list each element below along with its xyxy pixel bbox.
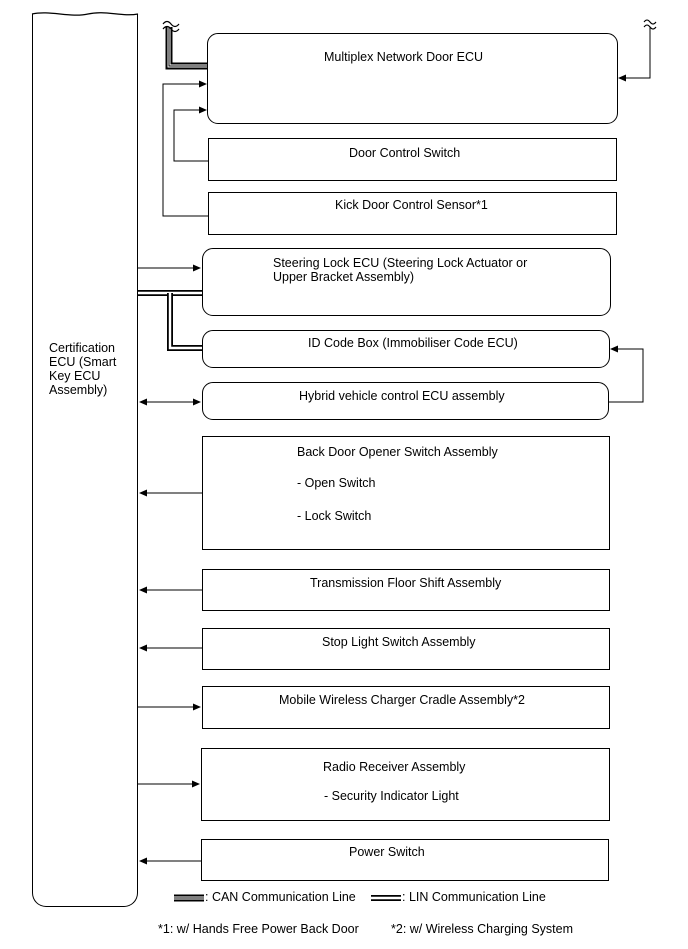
steering-lock-label-line1: Steering Lock ECU (Steering Lock Actuato… (273, 256, 528, 270)
ecu-label-line: Assembly) (49, 383, 108, 397)
footnote-1: *1: w/ Hands Free Power Back Door (158, 922, 359, 936)
door-control-switch: Door Control Switch (208, 138, 617, 181)
radio-receiver-assembly: Radio Receiver Assembly - Security Indic… (201, 748, 610, 821)
ecu-label-line: Key ECU (49, 369, 101, 383)
wire-hybrid-idcode (609, 345, 644, 403)
security-indicator-label: - Security Indicator Light (324, 789, 459, 803)
steering-lock-label-line2: Upper Bracket Assembly) (273, 270, 415, 284)
radio-title: Radio Receiver Assembly (323, 760, 466, 774)
ecu-break-line (31, 12, 139, 16)
back-door-title: Back Door Opener Switch Assembly (297, 445, 498, 459)
can-break-mark (162, 20, 180, 28)
wireless-charger-label: Mobile Wireless Charger Cradle Assembly*… (279, 693, 525, 707)
kick-door-label: Kick Door Control Sensor*1 (335, 198, 488, 212)
power-switch: Power Switch (201, 839, 609, 881)
open-switch-label: - Open Switch (297, 476, 376, 490)
stop-light-switch-assembly: Stop Light Switch Assembly (202, 628, 610, 670)
hybrid-label: Hybrid vehicle control ECU assembly (299, 389, 505, 403)
stop-light-label: Stop Light Switch Assembly (322, 635, 476, 649)
wire-door-control (173, 106, 208, 162)
wire-kick-door (162, 80, 208, 217)
mobile-wireless-charger-cradle-assembly: Mobile Wireless Charger Cradle Assembly*… (202, 686, 610, 729)
door-control-label: Door Control Switch (349, 146, 461, 160)
footnote-2: *2: w/ Wireless Charging System (391, 922, 574, 936)
can-legend-label: : CAN Communication Line (205, 890, 356, 904)
hybrid-vehicle-control-ecu: Hybrid vehicle control ECU assembly (202, 382, 609, 420)
back-door-opener-switch-assembly: Back Door Opener Switch Assembly - Open … (202, 436, 610, 550)
right-break-mark (643, 19, 657, 25)
can-line-multiplex (165, 27, 208, 70)
lock-switch-label: - Lock Switch (297, 509, 372, 523)
multiplex-label: Multiplex Network Door ECU (324, 50, 484, 64)
id-code-box-label: ID Code Box (Immobiliser Code ECU) (308, 336, 518, 350)
wire-right-multiplex (618, 27, 651, 82)
lin-line (138, 290, 202, 351)
multiplex-network-door-ecu: Multiplex Network Door ECU (207, 33, 618, 124)
certification-ecu-box (32, 14, 138, 907)
ecu-label-line: Certification (49, 341, 115, 355)
id-code-box: ID Code Box (Immobiliser Code ECU) (202, 330, 610, 368)
power-switch-label: Power Switch (349, 845, 425, 859)
kick-door-control-sensor: Kick Door Control Sensor*1 (208, 192, 617, 235)
steering-lock-ecu: Steering Lock ECU (Steering Lock Actuato… (202, 248, 611, 316)
transmission-floor-shift-assembly: Transmission Floor Shift Assembly (202, 569, 610, 611)
certification-ecu-label: Certification ECU (Smart Key ECU Assembl… (49, 341, 135, 397)
transmission-label: Transmission Floor Shift Assembly (310, 576, 502, 590)
lin-legend-label: : LIN Communication Line (402, 890, 546, 904)
ecu-label-line: ECU (Smart (49, 355, 117, 369)
